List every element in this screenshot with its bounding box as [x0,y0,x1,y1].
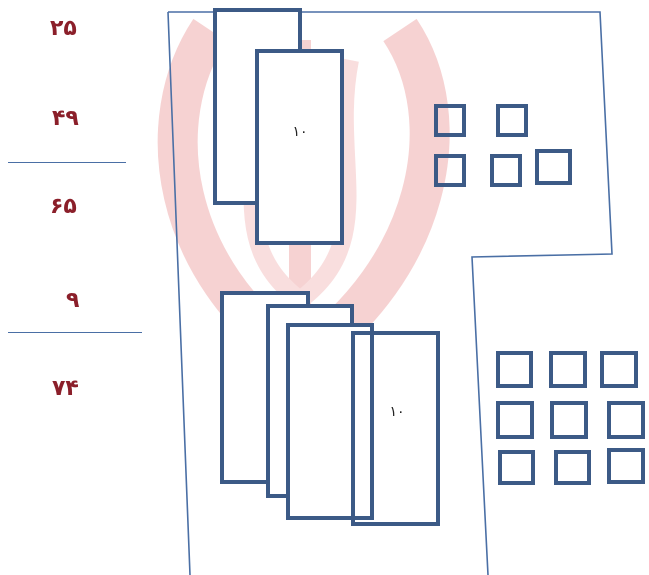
unit-cube [535,149,572,185]
unit-cube [496,401,534,439]
sum-74: ۷۴ [52,376,79,401]
sum-line-2 [8,332,142,333]
addend-25: ۲۵ [50,16,77,41]
region-outline [167,11,613,575]
ten-rod [255,49,344,245]
ten-rod-label-bottom: ۱۰ [389,404,404,420]
ten-rod [351,331,440,526]
ten-rod [286,323,374,520]
unit-cube [490,154,522,187]
unit-cube [600,351,638,388]
unit-cube [434,104,466,137]
unit-cube [607,448,645,484]
unit-cube [434,154,466,187]
unit-cube [496,104,528,137]
unit-cube [550,401,588,439]
unit-cube [496,351,533,388]
sum-line-1 [8,162,126,163]
unit-cube [498,450,535,485]
unit-cube [554,450,591,485]
addend-49: ۴۹ [52,106,79,131]
ten-rod-label-top: ۱۰ [292,124,307,140]
sum-65: ۶۵ [50,194,77,219]
addend-9: ۹ [66,288,80,313]
unit-cube [607,401,645,439]
unit-cube [549,351,587,388]
